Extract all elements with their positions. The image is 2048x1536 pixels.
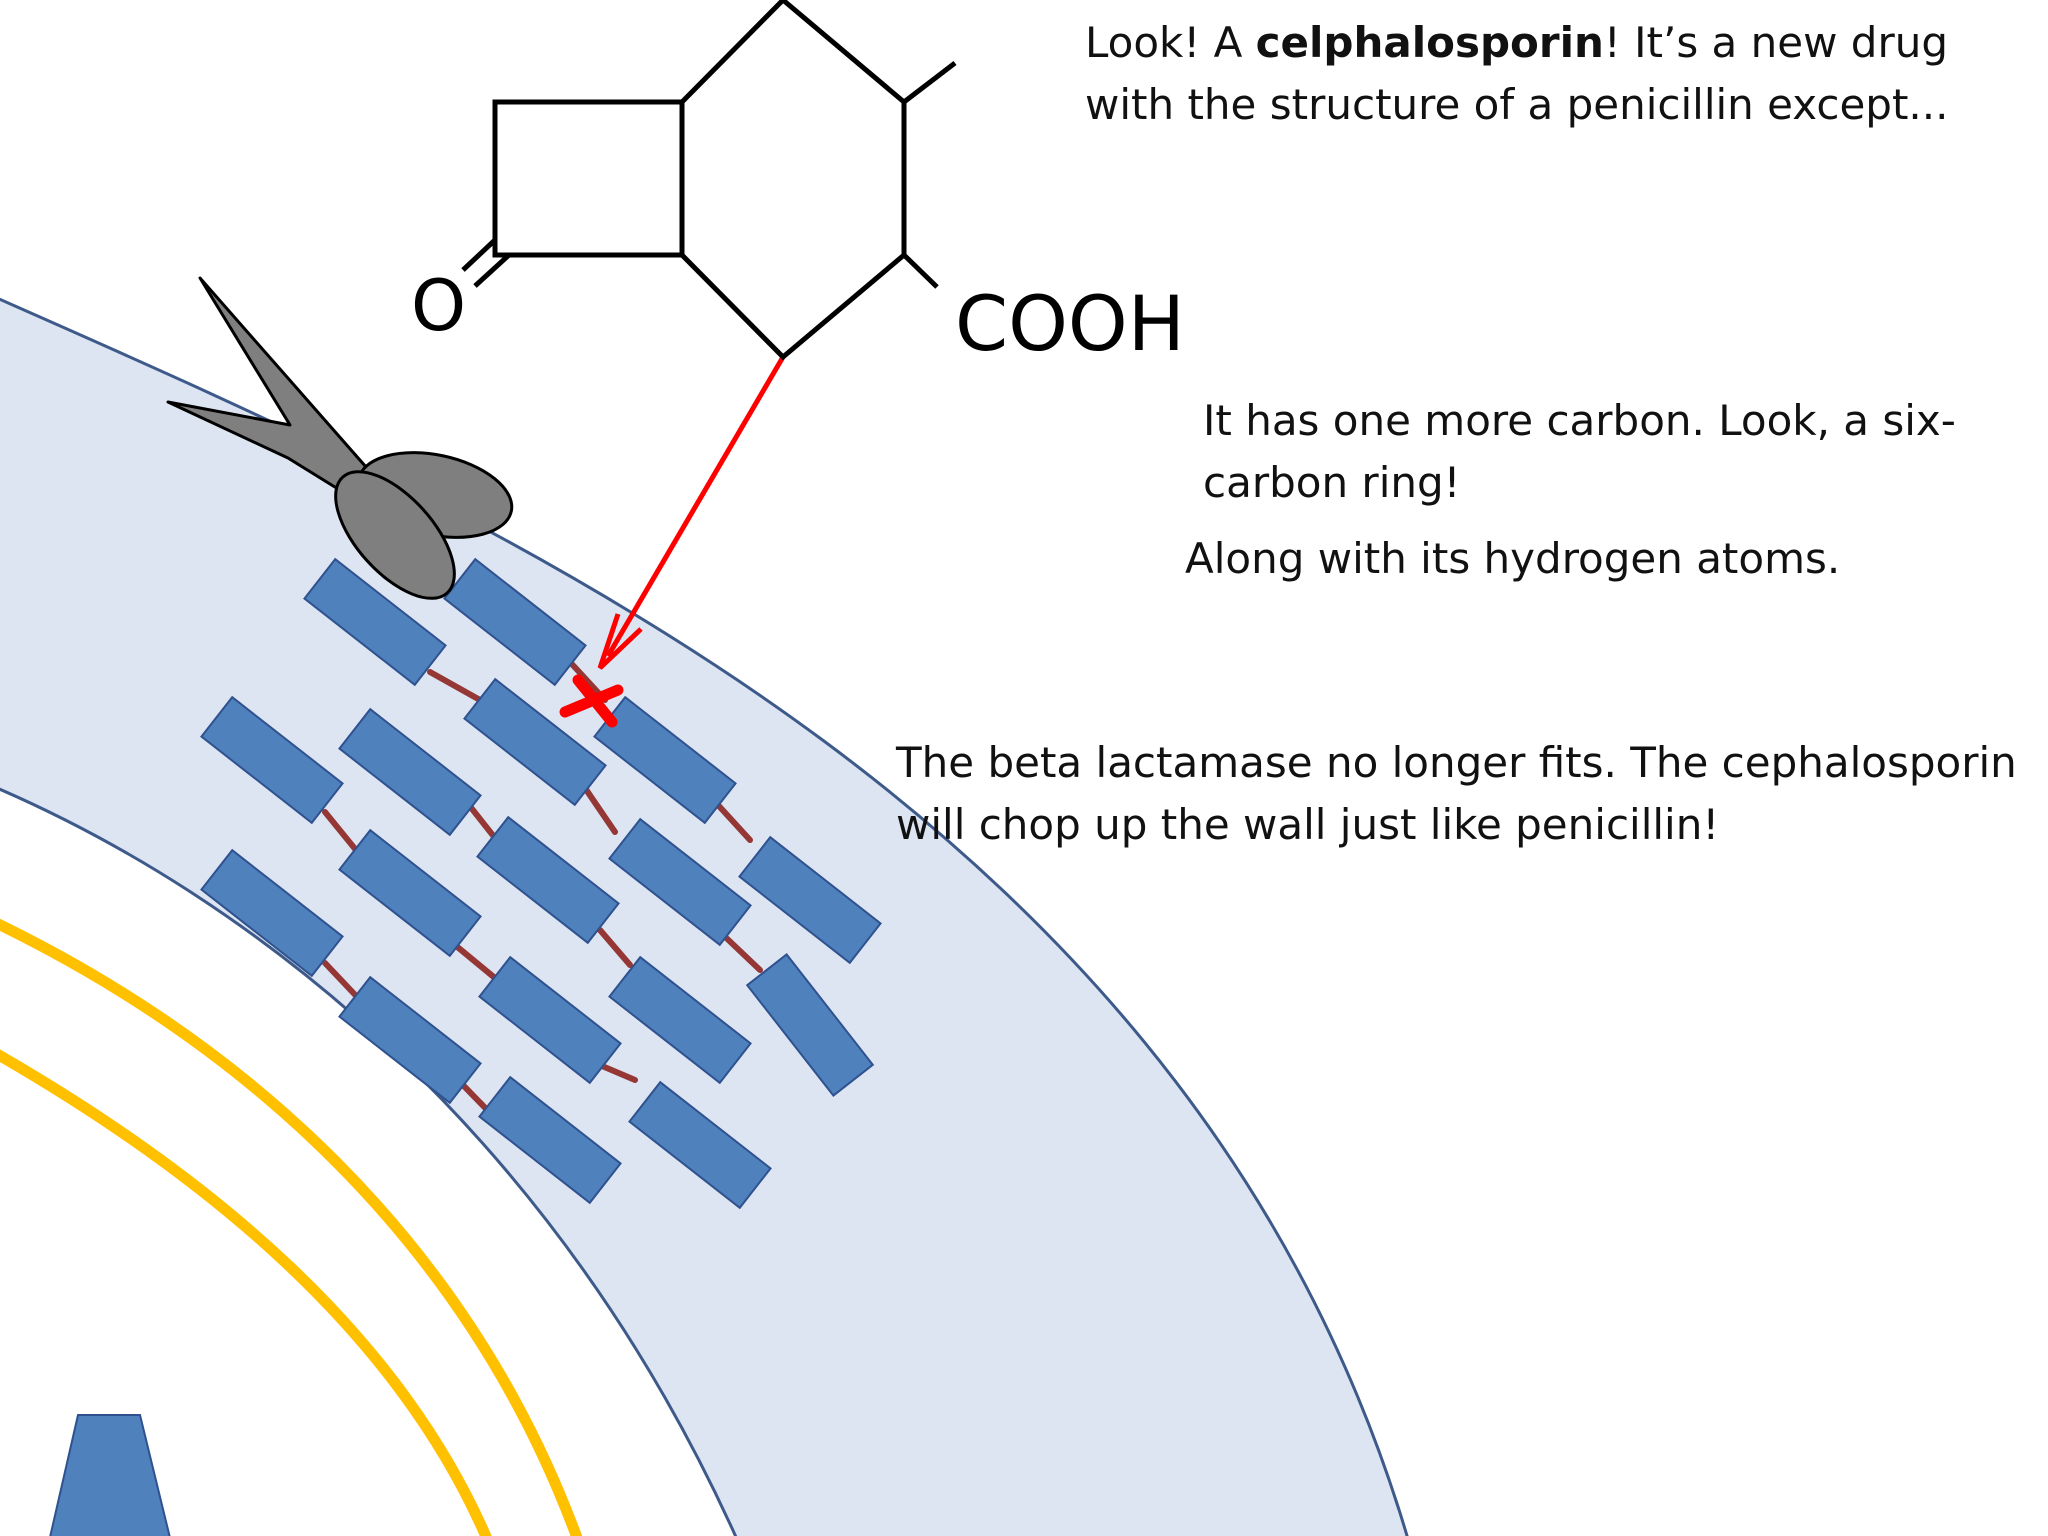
carboxyl-label: COOH [955, 279, 1185, 368]
caption-intro-start: Look! A [1085, 18, 1256, 67]
target-arrow [597, 355, 786, 670]
red-x-icon [559, 674, 624, 728]
membrane-protein [49, 1414, 171, 1536]
drug-name: celphalosporin [1255, 18, 1604, 67]
six-carbon-ring [680, 0, 907, 361]
methyl-bond [902, 61, 957, 104]
caption-intro-end: ! It’s a new drug with the structure of … [1085, 18, 1949, 129]
carbonyl-bond-2 [473, 253, 511, 288]
caption-ring: It has one more carbon. Look, a six-carb… [1203, 396, 1956, 507]
carboxyl-bond [902, 253, 939, 289]
scissors-icon [166, 276, 514, 600]
beta-lactam-ring [492, 99, 685, 258]
carbonyl-bond-1 [461, 238, 497, 272]
caption-intro: Look! A celphalosporin! It’s a new drug … [1085, 12, 2045, 136]
cell-wall-outer-edge [0, 297, 1409, 1536]
peptidoglycan-blocks [200, 557, 882, 1210]
oxygen-label: O [411, 265, 466, 347]
caption-lactamase: The beta lactamase no longer fits. The c… [896, 738, 2017, 849]
caption-hydrogen: Along with its hydrogen atoms. [1185, 534, 1841, 583]
cephalosporin-structure [461, 0, 957, 361]
membrane-line-outer [0, 918, 583, 1536]
membrane-line-inner [0, 1049, 492, 1536]
